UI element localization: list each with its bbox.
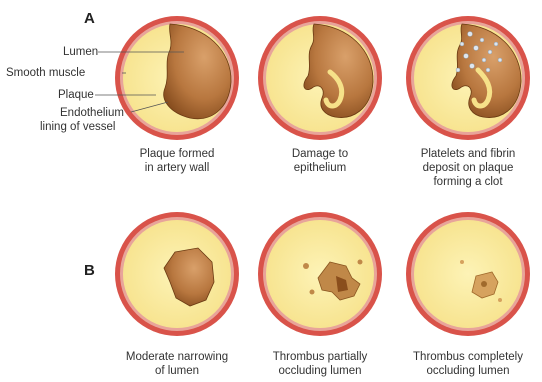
panel-label-b: B (84, 262, 95, 279)
caption-a2: Damage to epithelium (255, 147, 385, 175)
caption-b2-line2: occluding lumen (255, 364, 385, 378)
label-lumen: Lumen (63, 46, 98, 59)
caption-b3-line1: Thrombus completely (403, 350, 533, 364)
vessel-a2 (258, 16, 382, 140)
caption-a2-line1: Damage to (255, 147, 385, 161)
vessel-b2 (258, 212, 382, 336)
caption-b1-line2: of lumen (112, 364, 242, 378)
panel-label-a: A (84, 10, 95, 27)
caption-a3-line1: Platelets and fibrin (403, 147, 533, 161)
caption-b3-line2: occluding lumen (403, 364, 533, 378)
caption-a3: Platelets and fibrin deposit on plaque f… (403, 147, 533, 189)
caption-a3-line2: deposit on plaque (403, 161, 533, 175)
vessel-b1 (115, 212, 239, 336)
label-plaque: Plaque (58, 89, 94, 102)
vessel-a3 (406, 16, 530, 140)
label-endothelium-2: lining of vessel (40, 121, 115, 134)
vessel-b3 (406, 212, 530, 336)
caption-a2-line2: epithelium (255, 161, 385, 175)
caption-b2-line1: Thrombus partially (255, 350, 385, 364)
vessel-a1 (115, 16, 239, 140)
label-endothelium-1: Endothelium (60, 107, 124, 120)
caption-b1-line1: Moderate narrowing (112, 350, 242, 364)
caption-b3: Thrombus completely occluding lumen (403, 350, 533, 378)
caption-a1-line2: in artery wall (112, 161, 242, 175)
caption-a3-line3: forming a clot (403, 175, 533, 189)
caption-b1: Moderate narrowing of lumen (112, 350, 242, 378)
caption-a1-line1: Plaque formed (112, 147, 242, 161)
caption-a1: Plaque formed in artery wall (112, 147, 242, 175)
caption-b2: Thrombus partially occluding lumen (255, 350, 385, 378)
label-smooth-muscle: Smooth muscle (6, 67, 85, 80)
